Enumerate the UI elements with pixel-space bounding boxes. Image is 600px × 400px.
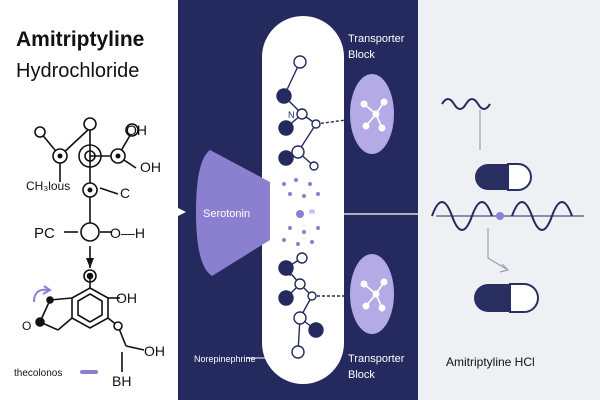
signal-dot [496, 212, 504, 220]
signal-waves [431, 98, 573, 231]
top-transporter-molecule [276, 55, 347, 171]
label-oh-ring: OH [116, 290, 137, 306]
capsule-top [475, 163, 532, 191]
transporter-bottom-line1: Transporter [348, 353, 405, 365]
transporter-top-line1: Transporter [348, 33, 405, 45]
serotonin-label: Serotonin [203, 208, 250, 220]
small-wave-icon [441, 98, 491, 110]
signal-panel [418, 0, 600, 400]
norepinephrine-label: Norepinephrine [194, 354, 256, 364]
label-oh-top: OH [126, 122, 147, 138]
label-pc: PC [34, 225, 55, 242]
product-label: Amitriptyline HCl [446, 355, 535, 369]
footer-text: thecolonos [14, 368, 62, 379]
transporter-top-line2: Block [348, 49, 375, 61]
structure-panel [0, 0, 178, 400]
transporter-bottom-line2: Block [348, 369, 375, 381]
title-line-2: Hydrochloride [16, 60, 140, 82]
right-wave-icon [511, 201, 573, 231]
n-label-top: N [288, 110, 295, 120]
label-bh: BH [112, 373, 131, 389]
label-o: O [22, 319, 31, 333]
label-oh-low: O—H [110, 225, 145, 241]
n-label-bottom: N [285, 268, 292, 278]
left-wave-icon [431, 201, 493, 231]
flow-arrow-icon [479, 110, 510, 273]
capsule-bottom [474, 283, 539, 313]
serotonin-neuron [196, 150, 270, 276]
panel-notch [178, 208, 186, 216]
label-oh-mid: OH [140, 159, 161, 175]
label-ch-lous: CH₃lous [26, 179, 70, 193]
lower-molecule [33, 269, 145, 372]
bottom-transporter-molecule [278, 252, 346, 359]
title-line-1: Amitriptyline [16, 28, 145, 51]
down-arrow-icon [86, 258, 94, 268]
transporter-block-top [350, 74, 394, 154]
label-c: C [120, 185, 130, 201]
upper-atoms [34, 117, 139, 242]
label-oh-bottom: OH [144, 343, 165, 359]
transporter-block-bottom [350, 254, 394, 334]
